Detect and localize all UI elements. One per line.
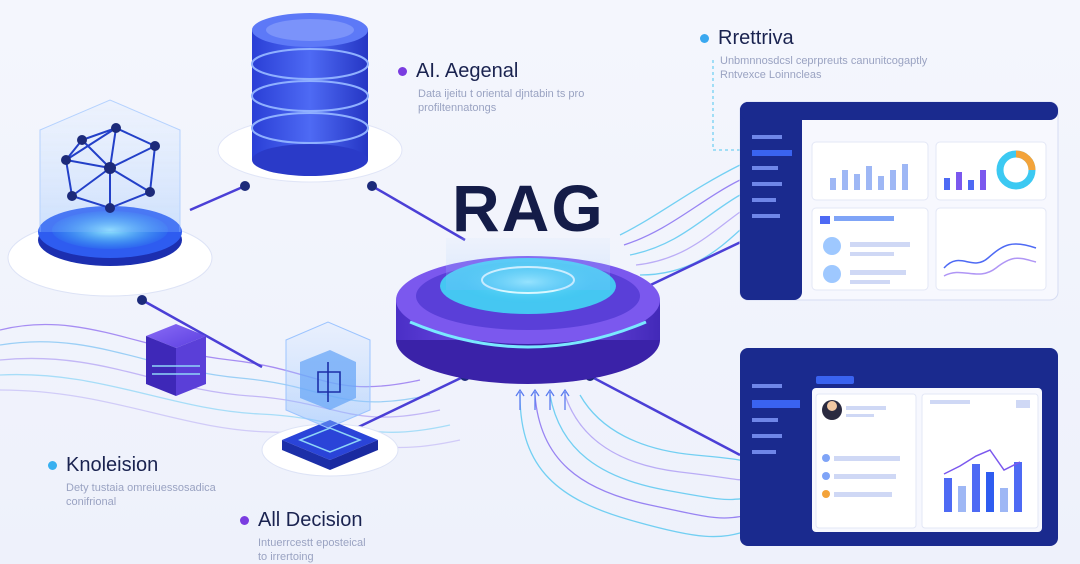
dashboard-icon [739,101,1059,301]
label-ai-agend-desc: Data ijeitu t oriental djntabin ts pro p… [418,88,585,114]
label-retrieval: Rrettriva [700,27,794,50]
label-retrieval-title: Rrettriva [718,27,794,49]
label-decision: All Decision [240,509,362,532]
flow-lines [0,60,751,538]
dashboard-icon [740,348,1058,546]
blue-dot-icon [700,34,709,43]
cube-icon [146,324,206,396]
label-knowledge-title: Knoleision [66,454,159,476]
connection-lines [141,184,746,457]
label-ai-agend: AI. Aegenal [398,60,518,83]
blue-dot-icon [48,461,57,470]
decision-cube-icon [261,321,399,477]
label-knowledge: Knoleision [48,454,158,477]
label-ai-agend-title: AI. Aegenal [416,60,519,82]
rag-platform-icon [396,238,660,384]
knowledge-graph-icon [7,99,213,297]
label-decision-desc: Intuerrcestt eposteical to irrertoing [258,537,366,563]
purple-dot-icon [398,67,407,76]
label-knowledge-desc: Dety tustaia omreiuessosadica conifriona… [66,482,216,508]
purple-dot-icon [240,516,249,525]
rag-title: RAG [452,171,605,245]
label-retrieval-desc: Unbmnnosdcsl ceprpreuts canunitcogaptly … [720,55,928,81]
database-icon [217,13,403,183]
label-decision-title: All Decision [258,509,363,531]
upload-arrows-icon [515,388,570,410]
